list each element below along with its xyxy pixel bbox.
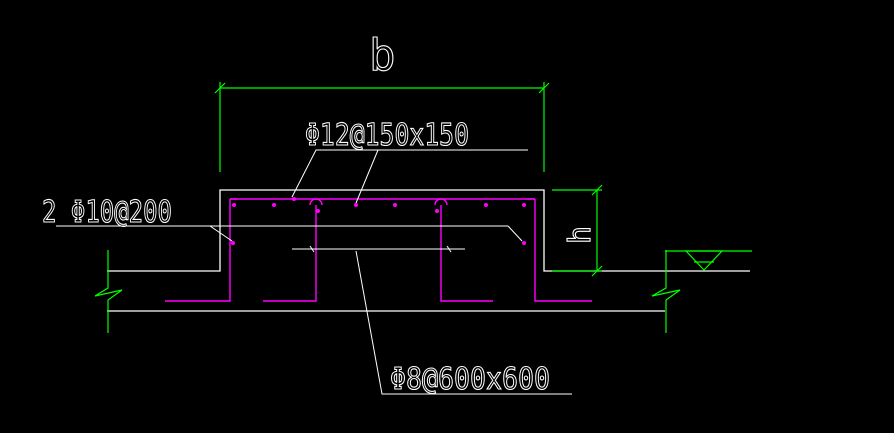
rebar-dots	[231, 197, 526, 245]
concrete-outline	[107, 189, 750, 312]
ground-level-triangle-icon	[665, 250, 752, 271]
leader-top-rebar	[291, 149, 528, 198]
bottom-rebar-label: Φ8@600x600	[390, 362, 550, 397]
dimension-h	[552, 184, 603, 277]
leader-bottom-rebar	[355, 250, 572, 395]
right-side-rebar	[534, 199, 592, 302]
left-side-rebar	[165, 199, 231, 302]
break-line-icon	[94, 250, 681, 333]
inner-left-rebar	[263, 205, 317, 302]
rebar-cage	[165, 198, 592, 302]
dimension-b	[214, 82, 550, 172]
inner-right-rebar	[440, 205, 493, 302]
side-rebar-label: 2 Φ10@200	[42, 195, 172, 230]
dimension-h-label: h	[563, 226, 598, 244]
top-rebar-label: Φ12@150x150	[305, 118, 469, 153]
leader-lines	[56, 149, 572, 395]
dimension-b-label: b	[369, 30, 396, 81]
